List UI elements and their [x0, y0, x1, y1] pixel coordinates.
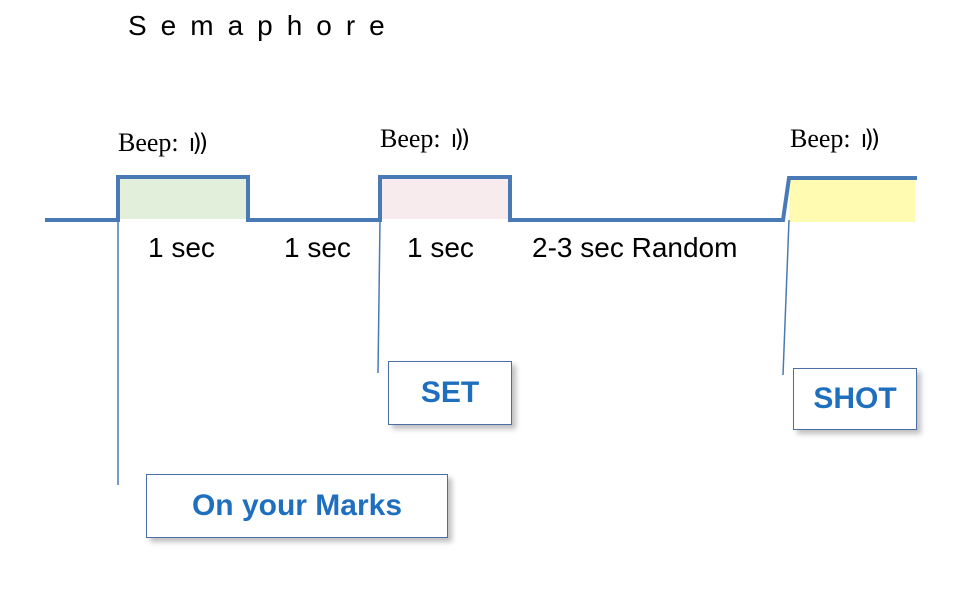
duration-4: 2-3 sec Random: [532, 232, 738, 263]
beep-label-3: Beep:ı)): [790, 124, 880, 153]
set-callout: SET: [388, 361, 512, 425]
sound-waves-icon: ı)): [450, 125, 470, 153]
pulse-1-fill: [120, 177, 247, 219]
on-your-marks-callout: On your Marks: [146, 474, 448, 538]
duration-2: 1 sec: [284, 232, 351, 263]
diagram-title: Semaphore: [128, 10, 399, 41]
duration-1: 1 sec: [148, 232, 215, 263]
duration-3: 1 sec: [407, 232, 474, 263]
pulse-2-fill: [380, 177, 510, 219]
pulse-3-fill: [789, 178, 915, 222]
shot-callout: SHOT: [793, 368, 917, 430]
signal-line: [45, 175, 917, 222]
marker-set: [377, 219, 381, 374]
sound-waves-icon: ı)): [188, 129, 208, 157]
sound-waves-icon: ı)): [860, 125, 880, 153]
beep-label-2: Beep:ı)): [380, 124, 470, 153]
marker-shot: [782, 219, 790, 376]
beep-label-1: Beep:ı)): [118, 128, 208, 157]
